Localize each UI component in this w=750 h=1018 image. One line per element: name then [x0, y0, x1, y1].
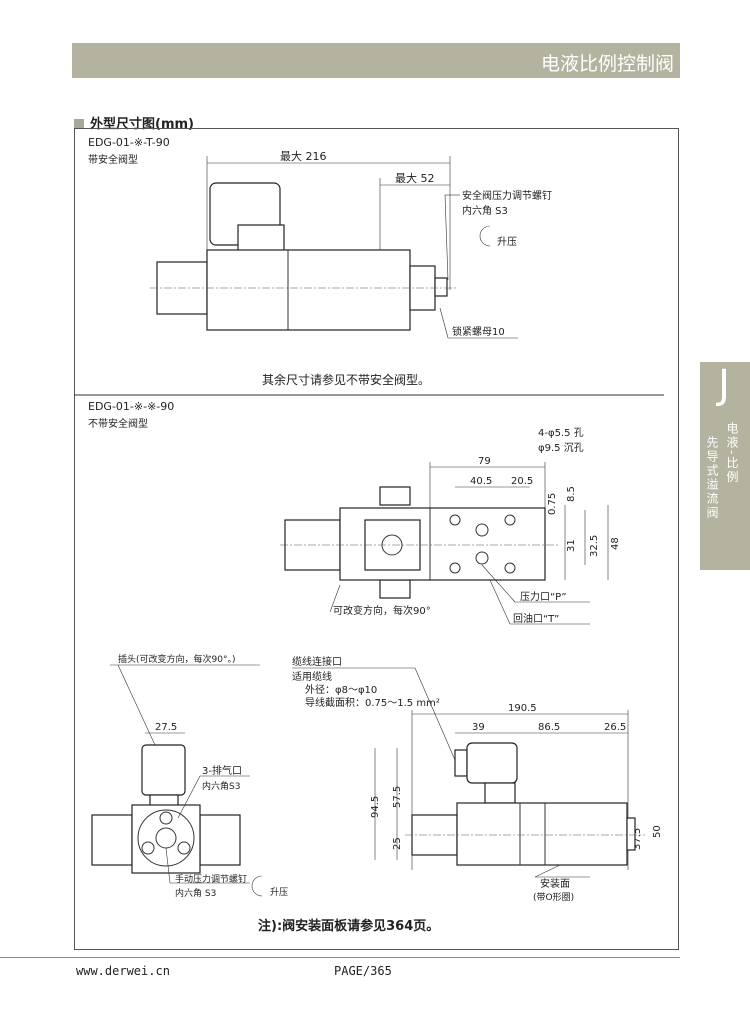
- side-tab-letter: J: [718, 362, 730, 408]
- dim-48: 48: [610, 537, 621, 550]
- model1-type: 带安全阀型: [88, 153, 138, 166]
- model2-code: EDG-01-※-※-90: [88, 400, 174, 413]
- dim-26-5: 26.5: [604, 722, 626, 733]
- side-tab: J 电液-比例 先导式溢流阀: [700, 362, 750, 570]
- plug-label: 插头(可改变方向，每次90°。): [118, 653, 235, 665]
- cable-od-label: 外径：φ8～φ10: [305, 683, 377, 696]
- header-title: 电液比例控制阀: [540, 53, 674, 75]
- dim-37-5: 37.5: [632, 828, 643, 850]
- bullet-square-icon: [74, 119, 84, 129]
- manual-up-label: 升压: [270, 887, 288, 898]
- mount-face-label: 安装面: [540, 877, 570, 890]
- oring-label: (带O形圈): [533, 891, 574, 903]
- cable-port-label: 缆线连接口: [292, 655, 342, 668]
- dim-20-5: 20.5: [511, 476, 533, 487]
- dim-max-52: 最大 52: [395, 171, 435, 185]
- front-view-drawing: 缆线连接口 适用缆线 外径：φ8～φ10 导线截面积：0.75～1.5 mm² …: [292, 655, 663, 903]
- dim-max-216: 最大 216: [280, 149, 327, 163]
- counterbore-label: φ9.5 沉孔: [538, 441, 584, 454]
- port-t-label: 回油口“T”: [513, 612, 559, 625]
- manual-screw-label: 手动压力调节螺钉: [175, 873, 247, 885]
- cable-area-label: 导线截面积：0.75～1.5 mm²: [305, 696, 440, 709]
- rotation-arrow-icon: [251, 875, 263, 897]
- vent-label: 3-排气口: [202, 764, 242, 777]
- footnote: 注):阀安装面板请参见364页。: [258, 918, 439, 934]
- dim-8-5: 8.5: [566, 486, 577, 502]
- side-view-drawing: 插头(可改变方向，每次90°。) 27.5 3-排气口 内六角S3 手动压力调节…: [91, 653, 288, 899]
- model1-note: 其余尺寸请参见不带安全阀型。: [262, 372, 430, 387]
- dim-79: 79: [478, 456, 491, 467]
- dim-94-5: 94.5: [370, 796, 381, 818]
- holes-label: 4-φ5.5 孔: [538, 427, 584, 439]
- footer-page: PAGE/365: [334, 964, 392, 978]
- dim-31: 31: [566, 539, 577, 552]
- dim-25: 25: [392, 837, 403, 850]
- callout-up: 升压: [497, 236, 517, 248]
- callout-hex-s3: 内六角 S3: [462, 204, 508, 217]
- dim-86-5: 86.5: [538, 722, 560, 733]
- dim-40-5: 40.5: [470, 476, 492, 487]
- vent-hex-label: 内六角S3: [202, 780, 240, 792]
- cable-applicable-label: 适用缆线: [292, 670, 332, 683]
- callout-safety-screw: 安全阀压力调节螺钉: [462, 189, 552, 202]
- side-tab-subcategory: 先导式溢流阀: [705, 436, 719, 520]
- dim-39: 39: [472, 722, 485, 733]
- manual-hex-label: 内六角 S3: [175, 887, 216, 899]
- dim-190-5: 190.5: [508, 703, 537, 714]
- port-p-label: 压力口“P”: [520, 590, 567, 603]
- rotate-note: 可改变方向，每次90°: [333, 604, 431, 617]
- model1-drawing: EDG-01-※-T-90 带安全阀型 最大 216 最大 52 安全阀压力调节…: [88, 136, 552, 387]
- dim-27-5: 27.5: [155, 722, 177, 733]
- footer-divider: [0, 957, 680, 958]
- model2-type: 不带安全阀型: [88, 417, 148, 430]
- footer-url[interactable]: www.derwei.cn: [76, 964, 170, 978]
- drawing-frame: [74, 128, 679, 950]
- header-bar: 电液比例控制阀: [72, 43, 680, 78]
- dim-50: 50: [652, 825, 663, 838]
- dim-0-75: 0.75: [547, 493, 558, 515]
- rotation-arrow-icon: [479, 225, 491, 247]
- model1-code: EDG-01-※-T-90: [88, 136, 170, 149]
- dim-32-5: 32.5: [589, 535, 600, 557]
- dim-57-5: 57.5: [392, 786, 403, 808]
- callout-lock-nut: 锁紧螺母10: [452, 325, 505, 338]
- side-tab-category: 电液-比例: [725, 422, 739, 485]
- model2-drawing: EDG-01-※-※-90 不带安全阀型 4-φ5.5 孔 φ9.5 沉孔 79…: [88, 400, 621, 625]
